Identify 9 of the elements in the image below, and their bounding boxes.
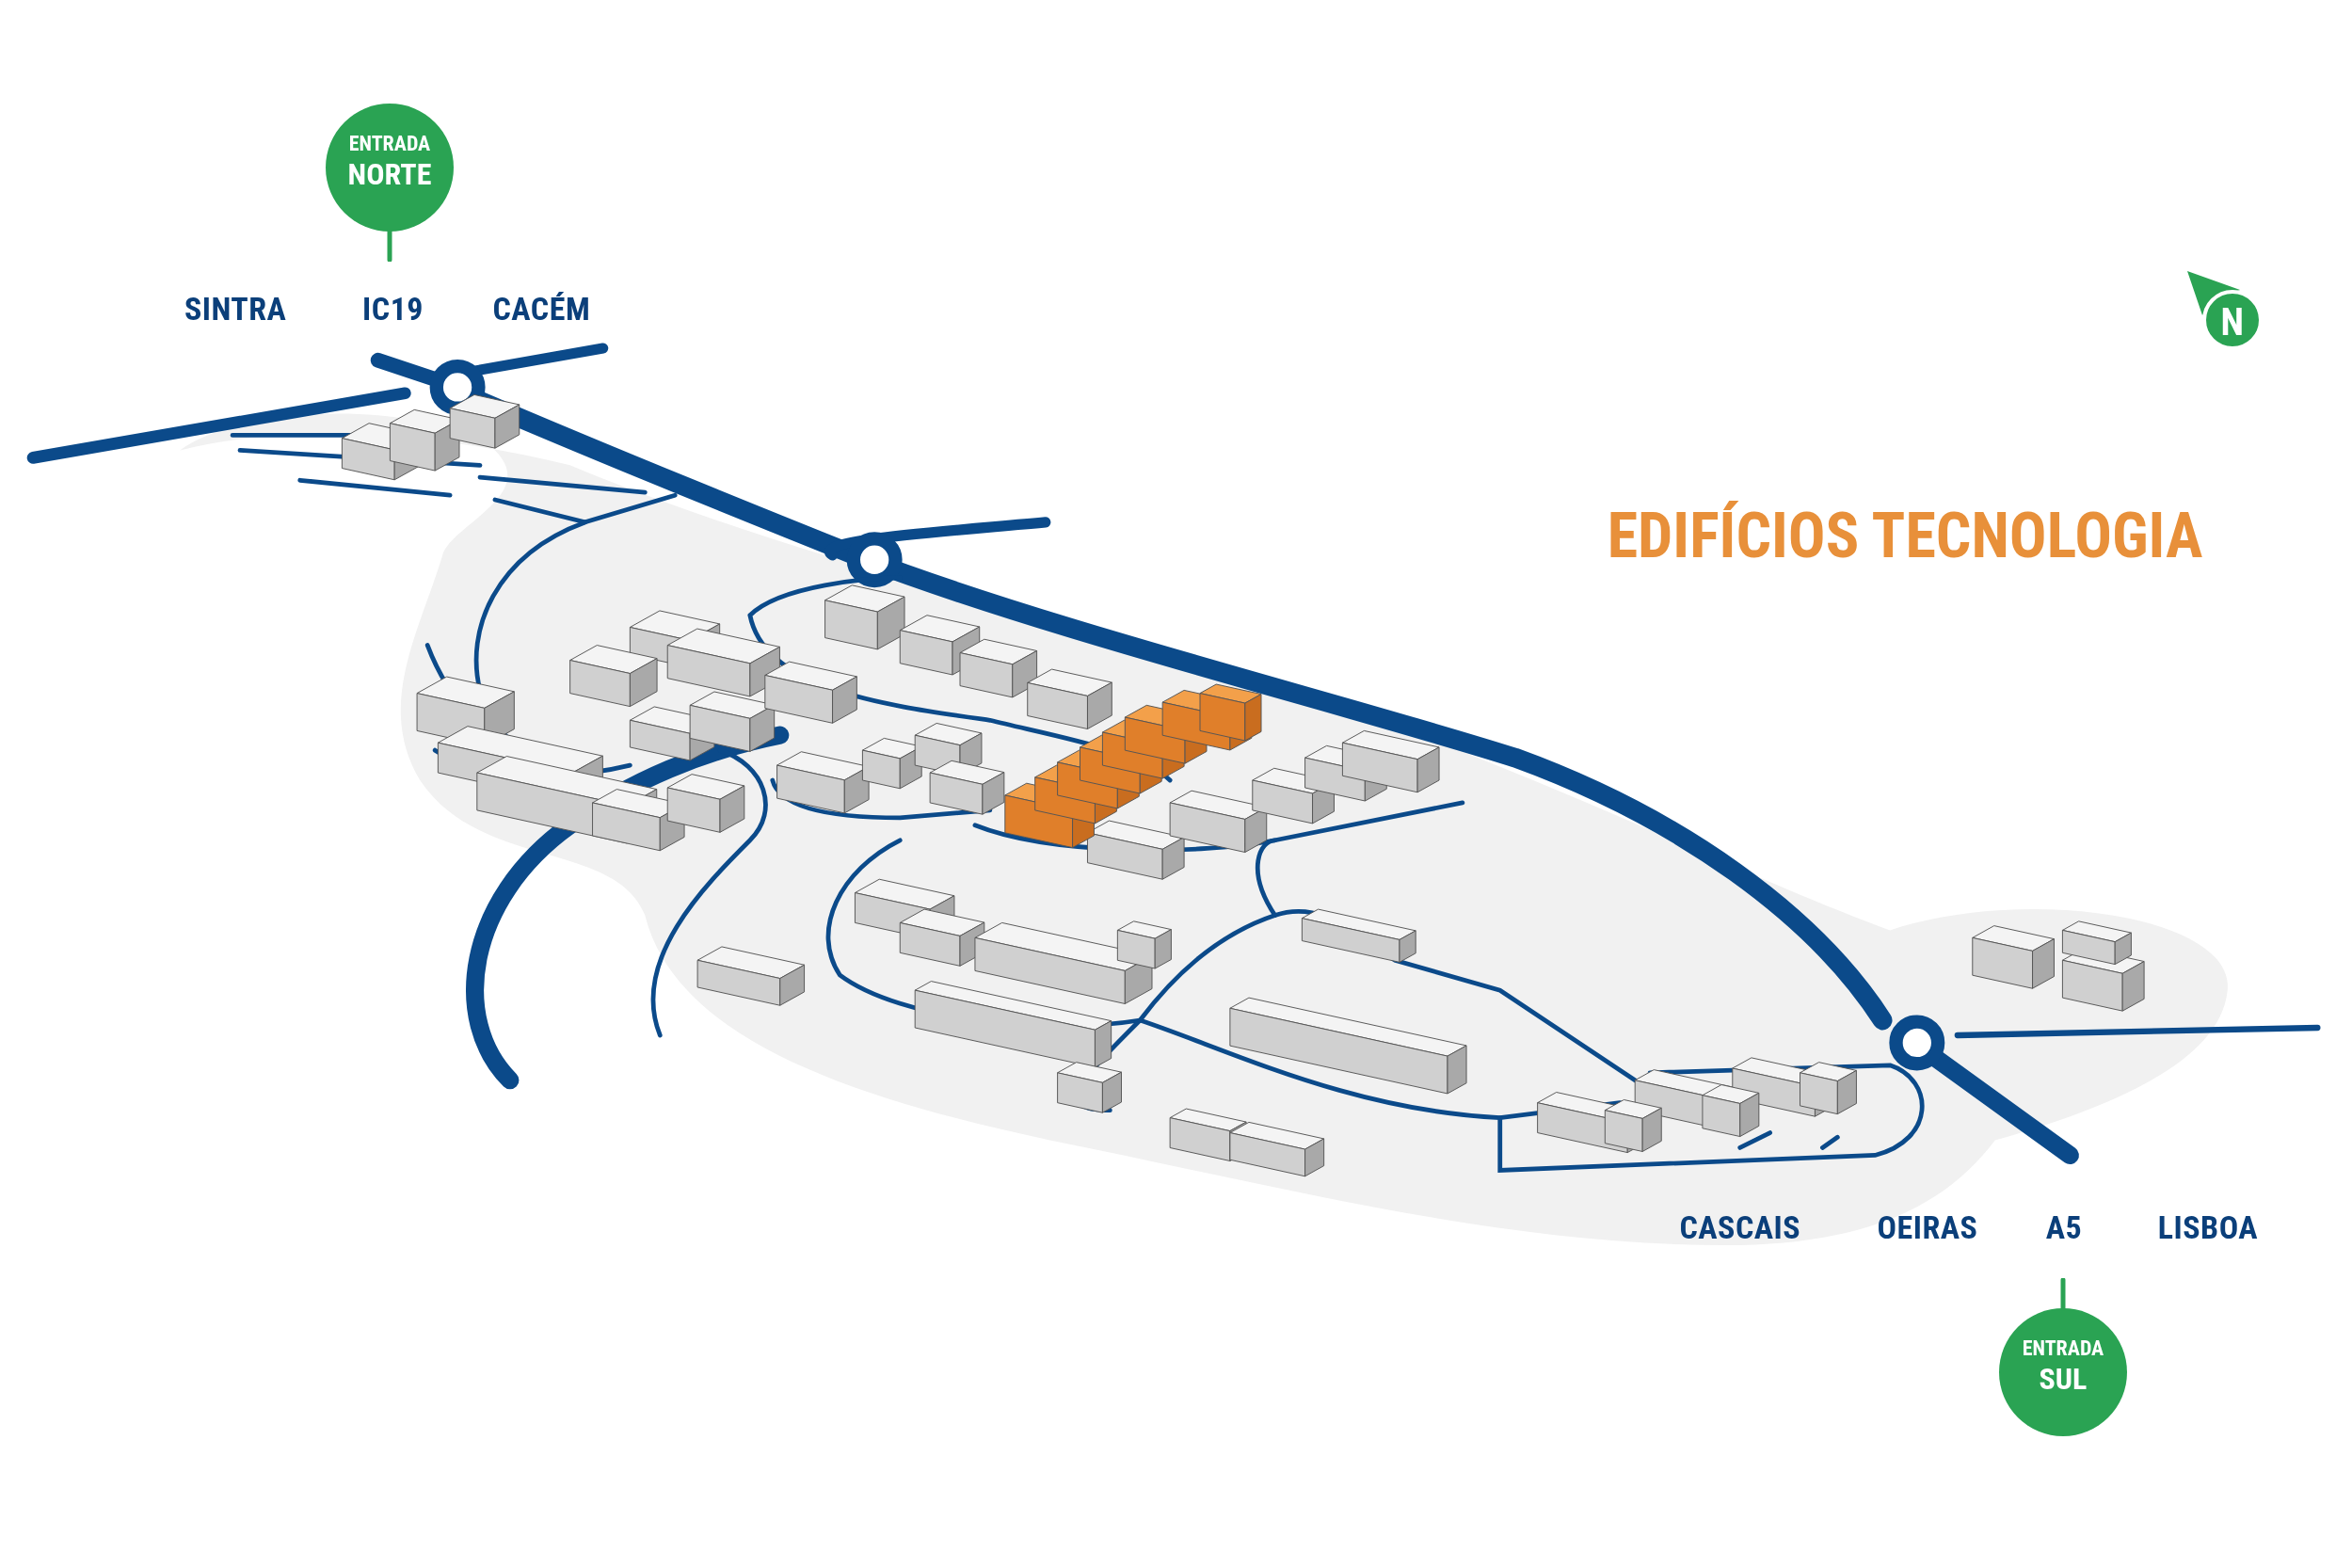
destination-label: SINTRA — [184, 290, 287, 328]
destination-label: CASCAIS — [1679, 1208, 1801, 1246]
compass-letter: N — [2220, 299, 2245, 344]
destination-label: LISBOA — [2157, 1208, 2259, 1246]
map-title: EDIFÍCIOS TECNOLOGIA — [1607, 499, 2203, 572]
road-label: A5 — [2045, 1208, 2083, 1246]
road-label: IC19 — [362, 290, 424, 328]
destination-label: CACÉM — [492, 290, 591, 328]
destination-label: OEIRAS — [1877, 1208, 1978, 1246]
